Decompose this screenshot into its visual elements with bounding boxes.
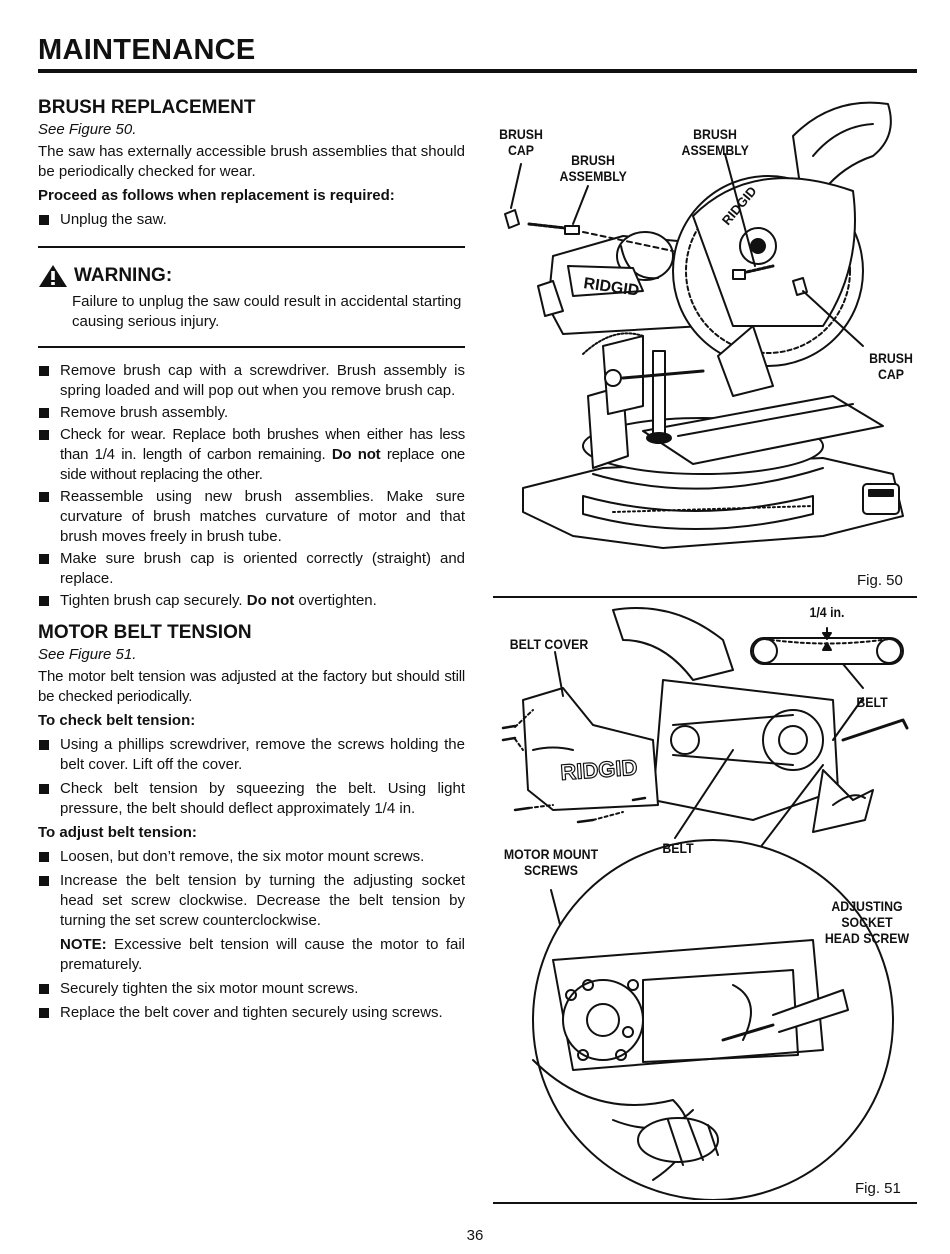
callout-brush-cap-left: BRUSH CAP: [499, 126, 543, 158]
list-item: Check for wear. Replace both brushes whe…: [38, 425, 465, 485]
square-bullet-icon: [39, 554, 49, 564]
square-bullet-icon: [39, 876, 49, 886]
title-rule: [38, 69, 917, 73]
belt-intro: The motor belt tension was adjusted at t…: [38, 668, 465, 705]
callout-belt-top: BELT: [856, 694, 888, 710]
belt-heading: MOTOR BELT TENSION: [38, 622, 252, 643]
callout-brush-assembly-right: BRUSH ASSEMBLY: [681, 126, 749, 158]
brush-proceed: Proceed as follows when replacement is r…: [38, 187, 395, 204]
figure-51: RIDGID 1/4 in. BELT BELT COVER BELT MOTO…: [493, 600, 917, 1201]
adjust-heading: To adjust belt tension:: [38, 824, 197, 841]
brush-see-figure: See Figure 50.: [38, 121, 137, 138]
miter-saw-illustration: RIDGID RIDGID: [504, 101, 904, 549]
warning-triangle-icon: [39, 265, 67, 287]
callout-motor-mount-screws: MOTOR MOUNT SCREWS: [503, 846, 599, 878]
divider: [38, 346, 465, 348]
figure-50: RIDGID RIDGID BRUSH CAP BRUSH ASSEMBLY B…: [493, 96, 917, 596]
check-steps-list: Using a phillips screwdriver, remove the…: [38, 735, 465, 819]
callout-quarter-inch: 1/4 in.: [809, 604, 845, 620]
square-bullet-icon: [39, 215, 49, 225]
figure-divider: [493, 1202, 917, 1204]
check-heading: To check belt tension:: [38, 712, 196, 729]
square-bullet-icon: [39, 784, 49, 794]
list-item: Check belt tension by squeezing the belt…: [38, 779, 465, 819]
figure-51-caption: Fig. 51: [855, 1180, 901, 1197]
belt-drive-illustration: RIDGID: [501, 607, 909, 1201]
list-item: Remove brush cap with a screwdriver. Bru…: [38, 361, 465, 401]
brush-steps-list: Remove brush cap with a screwdriver. Bru…: [38, 361, 465, 611]
adjust-steps-list-2: Securely tighten the six motor mount scr…: [38, 979, 465, 1023]
ridgid-logo: RIDGID: [560, 755, 639, 785]
list-item: Reassemble using new brush assemblies. M…: [38, 487, 465, 547]
brush-heading: BRUSH REPLACEMENT: [38, 97, 256, 118]
square-bullet-icon: [39, 408, 49, 418]
warning-box: WARNING: Failure to unplug the saw could…: [38, 264, 465, 332]
square-bullet-icon: [39, 1008, 49, 1018]
belt-see-figure: See Figure 51.: [38, 646, 137, 663]
list-item: Using a phillips screwdriver, remove the…: [38, 735, 465, 775]
square-bullet-icon: [39, 740, 49, 750]
adjust-steps-list: Loosen, but don’t remove, the six motor …: [38, 847, 465, 931]
figure-divider: [493, 596, 917, 598]
list-item: Loosen, but don’t remove, the six motor …: [38, 847, 465, 867]
square-bullet-icon: [39, 492, 49, 502]
square-bullet-icon: [39, 366, 49, 376]
callout-brush-cap-right: BRUSH CAP: [869, 350, 913, 382]
list-item: Remove brush assembly.: [38, 403, 465, 423]
divider: [38, 246, 465, 248]
list-item: Increase the belt tension by turning the…: [38, 871, 465, 931]
page-title: MAINTENANCE: [38, 34, 256, 66]
list-item: Securely tighten the six motor mount scr…: [38, 979, 465, 999]
page-number: 36: [466, 1227, 484, 1244]
list-item: Replace the belt cover and tighten secur…: [38, 1003, 465, 1023]
note: NOTE: Excessive belt tension will cause …: [60, 936, 465, 973]
square-bullet-icon: [39, 852, 49, 862]
callout-adjusting-screw: ADJUSTING SOCKET HEAD SCREW: [824, 898, 910, 946]
square-bullet-icon: [39, 430, 49, 440]
list-item: Tighten brush cap securely. Do not overt…: [38, 591, 465, 611]
callout-belt-mid: BELT: [662, 840, 694, 856]
brush-intro: The saw has externally accessible brush …: [38, 143, 465, 180]
callout-belt-cover: BELT COVER: [509, 636, 589, 652]
list-item: Unplug the saw.: [38, 210, 465, 230]
callout-brush-assembly-left: BRUSH ASSEMBLY: [559, 152, 627, 184]
warning-title: WARNING:: [38, 264, 465, 288]
list-item: Make sure brush cap is oriented correctl…: [38, 549, 465, 589]
warning-text: Failure to unplug the saw could result i…: [72, 293, 462, 330]
brush-unplug-list: Unplug the saw.: [38, 210, 465, 230]
square-bullet-icon: [39, 984, 49, 994]
figure-50-caption: Fig. 50: [857, 572, 903, 589]
square-bullet-icon: [39, 596, 49, 606]
left-column: BRUSH REPLACEMENT See Figure 50. The saw…: [38, 96, 465, 1023]
